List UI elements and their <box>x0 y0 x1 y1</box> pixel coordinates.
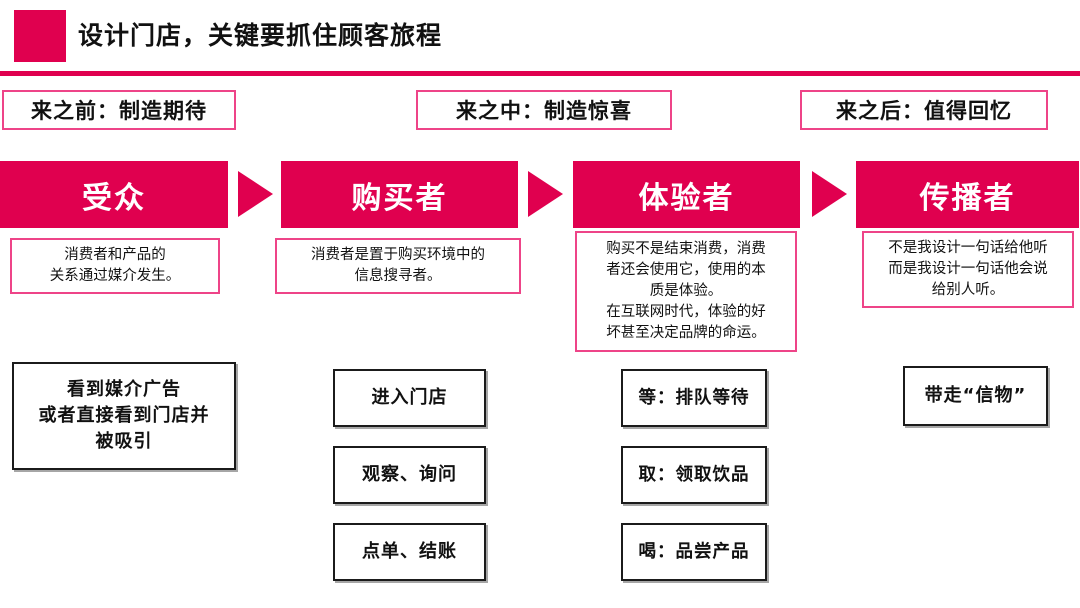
title-divider-rule <box>0 71 1080 76</box>
activity-box-experiencer-1: 等：排队等待 <box>621 369 767 427</box>
activity-box-buyer-3: 点单、结账 <box>333 523 486 581</box>
activity-box-buyer-2: 观察、询问 <box>333 446 486 504</box>
page-title: 设计门店，关键要抓住顾客旅程 <box>78 21 443 50</box>
activity-box-audience-1: 看到媒介广告 或者直接看到门店并 被吸引 <box>12 362 236 470</box>
stage-description-buyer: 消费者是置于购买环境中的 信息搜寻者。 <box>275 238 521 294</box>
stage-header-audience: 受众 <box>0 161 228 228</box>
activity-box-experiencer-3: 喝：品尝产品 <box>621 523 767 581</box>
brand-accent-square <box>14 10 66 62</box>
flow-arrow-right-icon-1 <box>238 171 273 217</box>
stage-description-experiencer: 购买不是结束消费，消费 者还会使用它，使用的本 质是体验。 在互联网时代，体验的… <box>575 231 797 352</box>
activity-box-spreader-1: 带走“信物” <box>903 366 1048 426</box>
phase-label-after: 来之后：值得回忆 <box>800 90 1048 130</box>
stage-description-audience: 消费者和产品的 关系通过媒介发生。 <box>10 238 220 294</box>
phase-label-during: 来之中：制造惊喜 <box>416 90 672 130</box>
flow-arrow-right-icon-2 <box>528 171 563 217</box>
stage-header-buyer: 购买者 <box>281 161 518 228</box>
activity-box-experiencer-2: 取：领取饮品 <box>621 446 767 504</box>
stage-header-spreader: 传播者 <box>856 161 1079 228</box>
stage-description-spreader: 不是我设计一句话给他听 而是我设计一句话他会说 给别人听。 <box>862 231 1074 308</box>
stage-header-experiencer: 体验者 <box>573 161 800 228</box>
flow-arrow-right-icon-3 <box>812 171 847 217</box>
activity-box-buyer-1: 进入门店 <box>333 369 486 427</box>
phase-label-before: 来之前：制造期待 <box>2 90 236 130</box>
